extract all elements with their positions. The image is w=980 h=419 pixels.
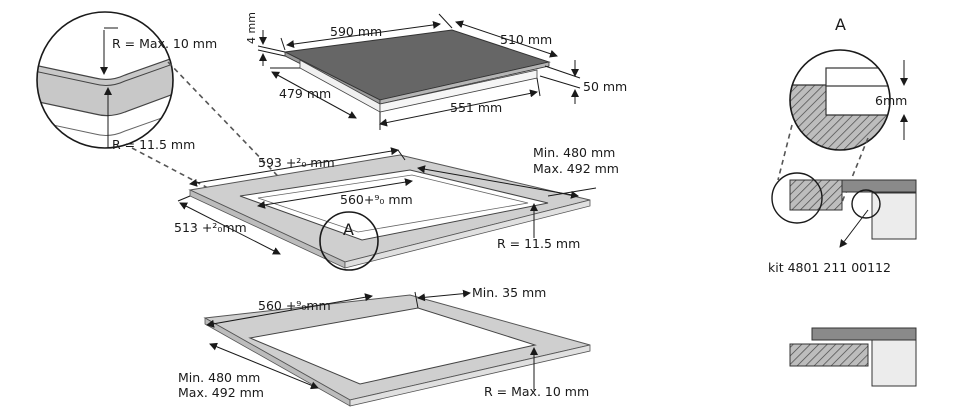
flush-outer-width-label: 593 +²₀ mm — [258, 155, 335, 170]
flush-cutout-illustration: 593 +²₀ mm 560+⁹₀ mm 513 +²₀mm Min. 480 … — [174, 145, 619, 271]
standard-min-distance-label: Min. 35 mm — [472, 285, 546, 300]
flush-inner-width-label: 560+⁹₀ mm — [340, 192, 413, 207]
hob-thickness-label: 4 mm — [245, 12, 258, 44]
detail-b-hob-body — [871, 339, 917, 387]
detail-a-zoom-circle — [789, 49, 891, 151]
magnifier-circle — [36, 11, 174, 149]
flush-corner-radius-label: R = 11.5 mm — [497, 236, 580, 251]
detail-a-marker-circle — [319, 211, 379, 271]
detail-a-title: A — [835, 15, 846, 34]
standard-cutout-illustration: 560 +⁹₀mm Min. 35 mm Min. 480 mm Max. 49… — [178, 285, 591, 407]
standard-max-depth-label: Max. 492 mm — [178, 385, 264, 400]
hob-width-label: 590 mm — [330, 24, 382, 39]
detail-a-hob-body — [871, 192, 917, 240]
magnifier-guide-line-top — [167, 61, 323, 223]
hob-body-width-label: 551 mm — [450, 100, 502, 115]
detail-b-hob-glass — [811, 327, 917, 341]
edge-radius-label: R = 11.5 mm — [112, 137, 195, 152]
detail-a-small-circle — [771, 172, 823, 224]
standard-width-label: 560 +⁹₀mm — [258, 298, 331, 313]
detail-a-seal-circle — [851, 189, 881, 219]
edge-radius-max-label: R = Max. 10 mm — [112, 36, 217, 51]
flush-max-depth-label: Max. 492 mm — [533, 161, 619, 176]
hob-body-depth-label: 479 mm — [279, 86, 331, 101]
detail-a-worktop-section — [789, 179, 843, 211]
standard-min-depth-label: Min. 480 mm — [178, 370, 260, 385]
detail-a-section: A 6mm kit 4801 211 00112 — [768, 15, 917, 387]
hob-depth-label: 510 mm — [500, 32, 552, 47]
hob-height-label: 50 mm — [583, 79, 627, 94]
detail-a-kit-label: kit 4801 211 00112 — [768, 260, 891, 275]
detail-b-worktop-section — [789, 343, 869, 367]
detail-a-gap-label: 6mm — [875, 93, 907, 108]
detail-a-marker-letter: A — [343, 220, 354, 239]
flush-min-depth-label: Min. 480 mm — [533, 145, 615, 160]
flush-outer-depth-label: 513 +²₀mm — [174, 220, 247, 235]
standard-corner-radius-label: R = Max. 10 mm — [484, 384, 589, 399]
hob-illustration: 590 mm 510 mm 4 mm 50 mm 479 mm 551 mm — [245, 12, 627, 130]
edge-detail-magnifier: R = Max. 10 mm R = 11.5 mm — [36, 11, 323, 249]
